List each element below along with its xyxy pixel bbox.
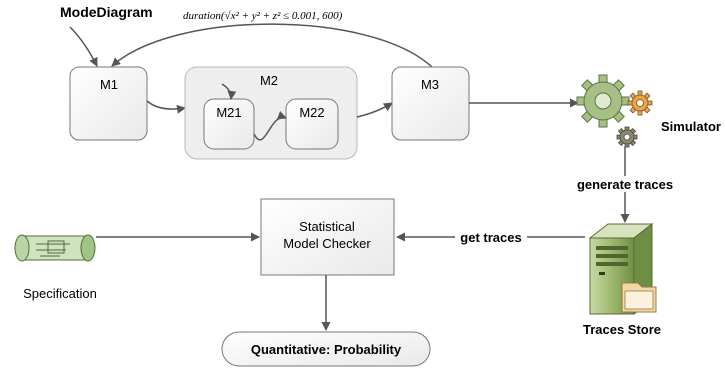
traces-store-label: Traces Store <box>583 322 661 337</box>
entry-arrow <box>69 26 98 67</box>
arrow-m2-m3 <box>356 102 393 118</box>
generate-traces-label: generate traces <box>577 177 673 192</box>
server-icon[interactable] <box>588 222 657 316</box>
mode-m1-box[interactable] <box>69 66 148 141</box>
arrow-m21-m22 <box>253 110 287 141</box>
get-traces-label: get traces <box>460 230 521 245</box>
gears-icon[interactable] <box>576 74 653 148</box>
arrow-m1-m2 <box>146 100 186 114</box>
mode-m1-label: M1 <box>100 77 118 92</box>
result-box[interactable] <box>221 331 431 367</box>
scroll-icon[interactable] <box>14 234 96 262</box>
mode-m22-label: M22 <box>299 105 324 120</box>
simulator-label: Simulator <box>661 119 721 134</box>
mode-m21-label: M21 <box>216 105 241 120</box>
smc-label-line1: Statistical <box>299 219 355 234</box>
smc-label-line2: Model Checker <box>283 236 371 251</box>
statistical-model-checker-box[interactable] <box>260 198 395 276</box>
initial-arrow-m21 <box>221 83 237 100</box>
specification-label: Specification <box>23 286 97 301</box>
mode-m2-label: M2 <box>260 73 278 88</box>
result-label: Quantitative: Probability <box>251 342 402 357</box>
diagram-title: ModeDiagram <box>60 4 153 20</box>
back-arc-m3-to-m1 <box>111 23 433 68</box>
mode-m3-label: M3 <box>421 77 439 92</box>
constraint-label: duration(√x² + y² + z² ≤ 0.001, 600) <box>183 10 343 22</box>
mode-m22-box[interactable] <box>285 98 339 150</box>
